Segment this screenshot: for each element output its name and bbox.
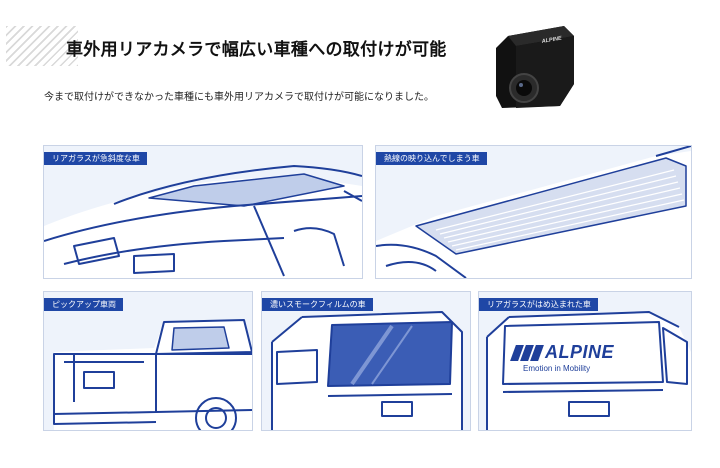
panel-label: リアガラスが急斜度な車 bbox=[44, 152, 147, 165]
smoke-film-van-illustration bbox=[271, 311, 463, 430]
panel-label: 濃いスモークフィルムの車 bbox=[262, 298, 373, 311]
decorative-hatch bbox=[6, 26, 78, 66]
panel-steep-rear-glass: リアガラスが急斜度な車 bbox=[43, 145, 363, 279]
panel-dark-smoke-film: 濃いスモークフィルムの車 bbox=[261, 291, 471, 431]
svg-text:ALPINE: ALPINE bbox=[540, 36, 562, 46]
alpine-logo-decal: ALPINE Emotion in Mobility bbox=[510, 342, 653, 382]
page-title: 車外用リアカメラで幅広い車種への取付けが可能 bbox=[66, 40, 447, 60]
panel-heated-glass-reflection: 熱線の映り込んでしまう車 bbox=[375, 145, 692, 279]
rear-camera-image: ALPINE bbox=[496, 26, 574, 108]
page-subtitle: 今まで取付けができなかった車種にも車外用リアカメラで取付けが可能になりました。 bbox=[44, 92, 434, 103]
panel-fixed-rear-glass: リアガラスがはめ込まれた車 ALPINE Emotion in Mobility bbox=[478, 291, 692, 431]
panel-label: ピックアップ車両 bbox=[44, 298, 123, 311]
panel-label: 熱線の映り込んでしまう車 bbox=[376, 152, 487, 165]
heated-glass-car-illustration bbox=[376, 146, 691, 278]
alpine-logo-text: ALPINE bbox=[545, 342, 615, 362]
steep-glass-car-illustration bbox=[44, 165, 362, 278]
panel-label: リアガラスがはめ込まれた車 bbox=[479, 298, 598, 311]
panel-pickup-truck: ピックアップ車両 bbox=[43, 291, 253, 431]
fixed-glass-van-illustration bbox=[486, 311, 691, 430]
alpine-tagline: Emotion in Mobility bbox=[523, 364, 591, 373]
pickup-truck-illustration bbox=[53, 319, 252, 430]
